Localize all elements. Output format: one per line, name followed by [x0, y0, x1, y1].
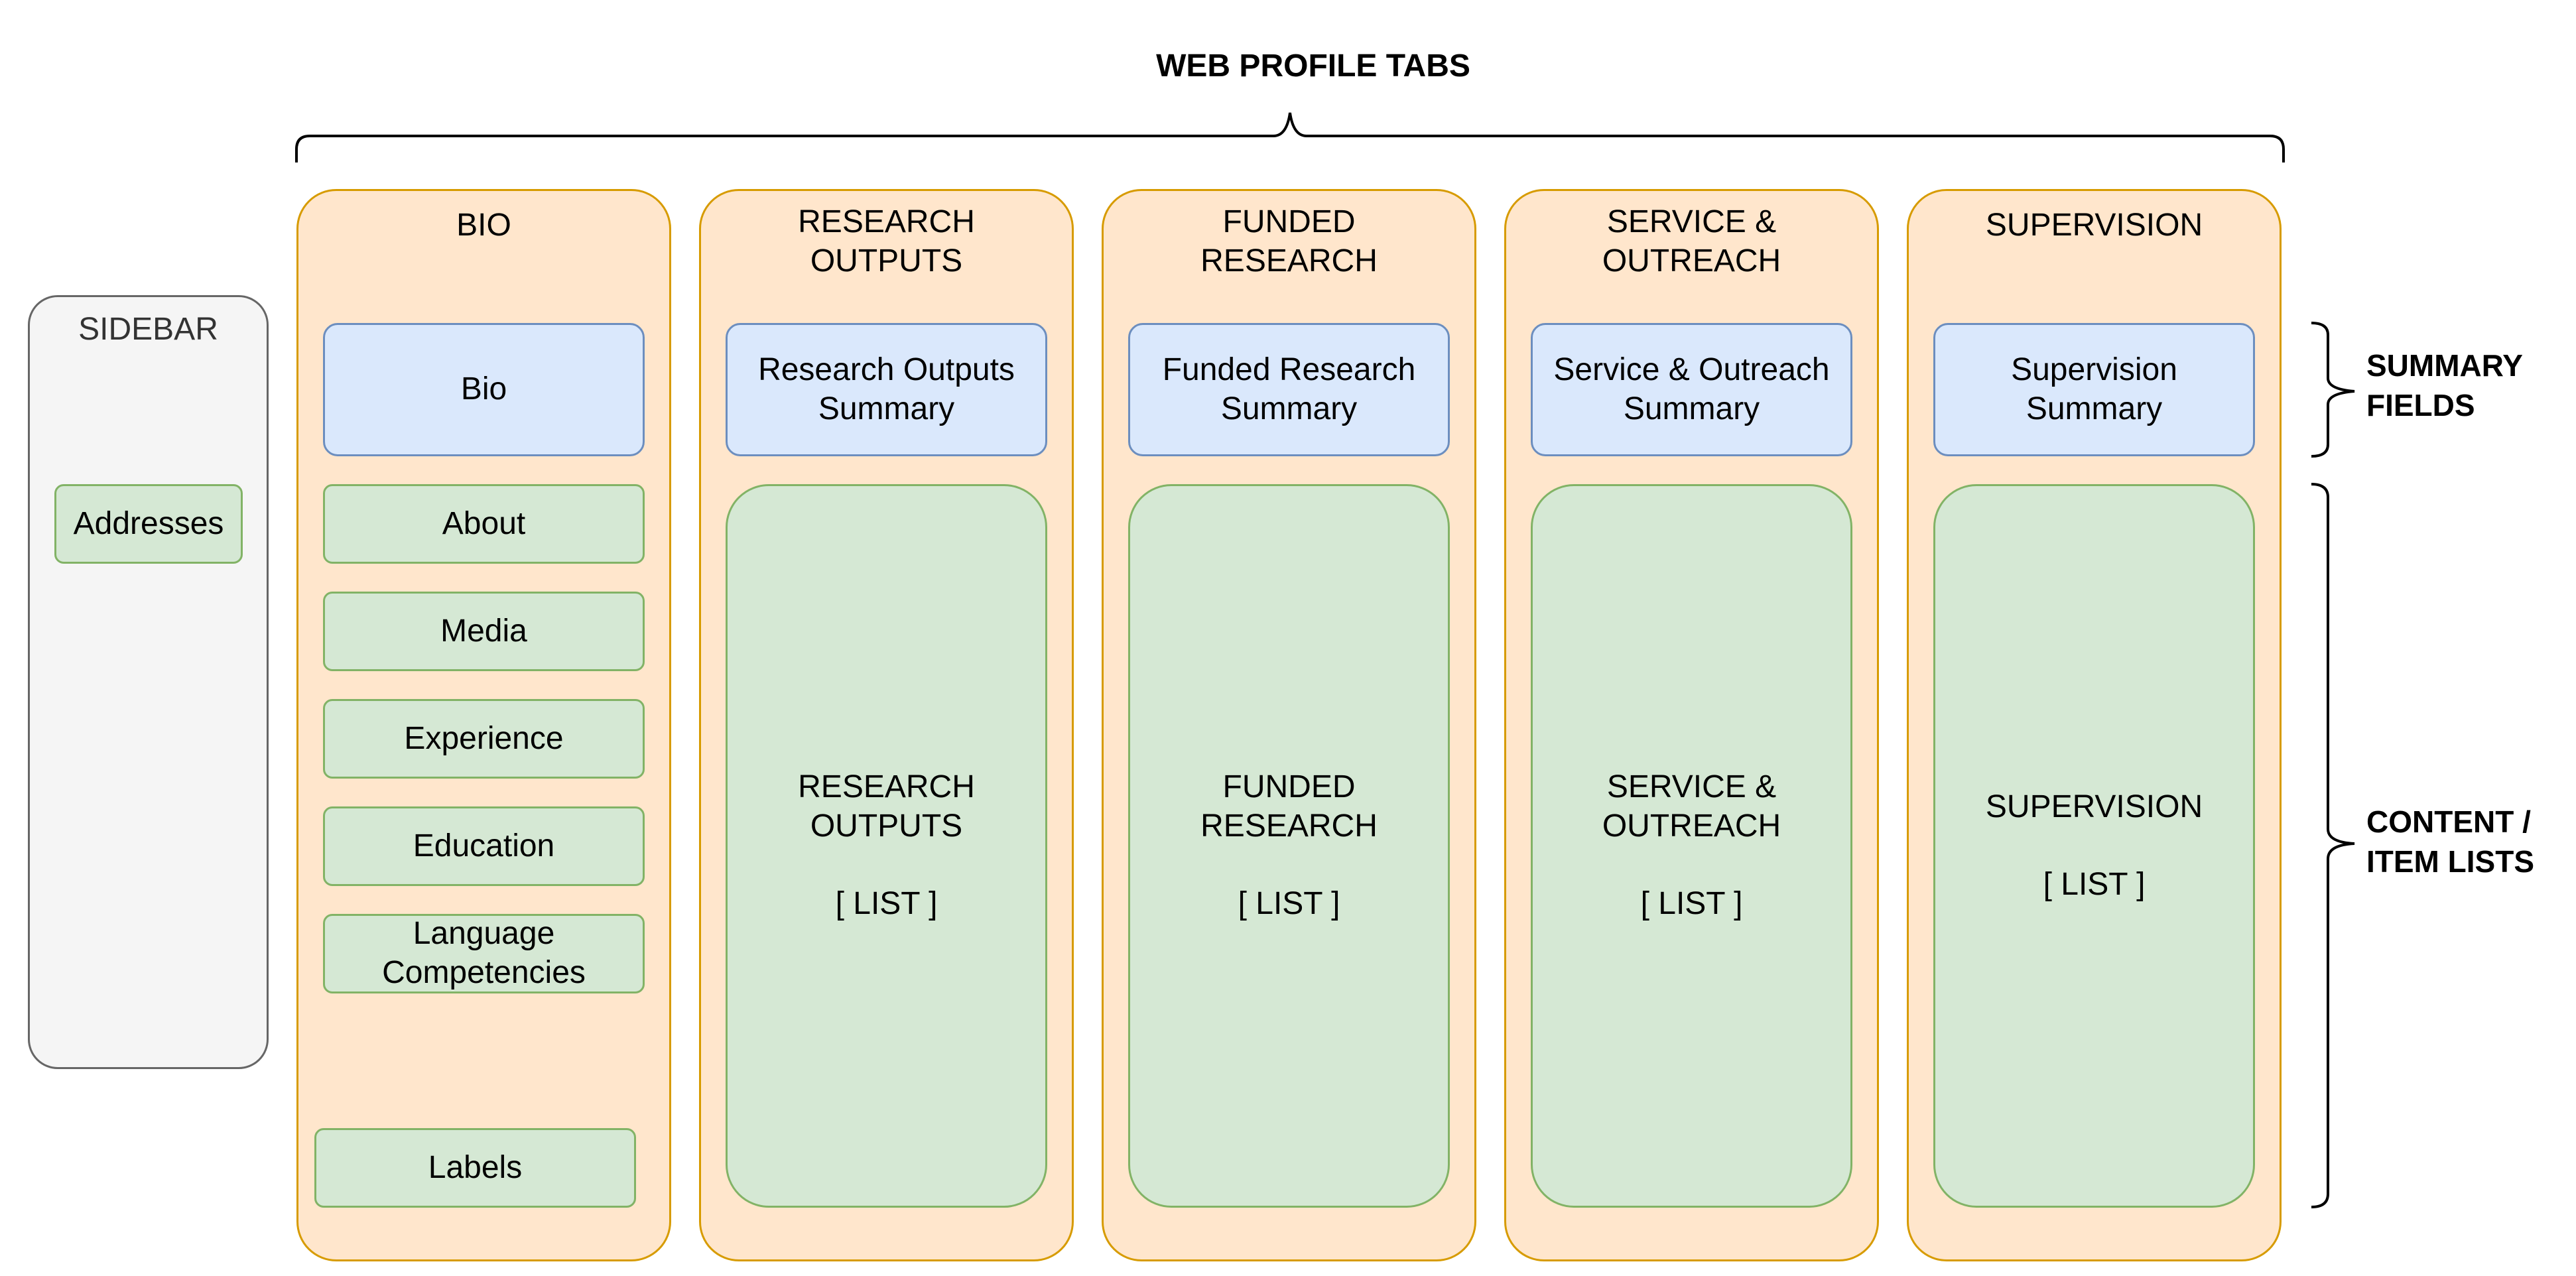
sidebar-panel: [28, 295, 269, 1069]
service-outreach-list: SERVICE & OUTREACH [ LIST ]: [1531, 484, 1852, 1208]
tab-service-outreach-title: SERVICE & OUTREACH: [1602, 204, 1781, 279]
tab-bio-title: BIO: [456, 207, 511, 243]
research-outputs-summary-field: Research Outputs Summary: [726, 323, 1047, 456]
summary-fields-annotation: SUMMARY FIELDS: [2366, 348, 2523, 422]
tab-research-outputs-title: RESEARCH OUTPUTS: [798, 204, 975, 279]
research-outputs-list: RESEARCH OUTPUTS [ LIST ]: [726, 484, 1047, 1208]
sidebar-item-addresses: Addresses: [54, 484, 243, 564]
supervision-summary-field: Supervision Summary: [1933, 323, 2255, 456]
tab-supervision-title: SUPERVISION: [1985, 207, 2203, 243]
web-profile-tabs-title: WEB PROFILE TABS: [1156, 48, 1470, 84]
bio-summary-field: Bio: [323, 323, 645, 456]
bio-item-experience: Experience: [323, 699, 645, 779]
bio-item-language-competencies: Language Competencies: [323, 914, 645, 993]
sidebar-title: SIDEBAR: [78, 311, 218, 347]
supervision-list: SUPERVISION [ LIST ]: [1933, 484, 2255, 1208]
summary-fields-brace: [2311, 322, 2355, 458]
bio-item-about: About: [323, 484, 645, 564]
web-profile-tabs-brace: [295, 112, 2285, 162]
bio-item-labels: Labels: [314, 1128, 636, 1208]
tab-funded-research-title: FUNDED RESEARCH: [1200, 204, 1378, 279]
funded-research-list: FUNDED RESEARCH [ LIST ]: [1128, 484, 1450, 1208]
funded-research-summary-field: Funded Research Summary: [1128, 323, 1450, 456]
content-lists-brace: [2311, 483, 2355, 1208]
content-lists-annotation: CONTENT / ITEM LISTS: [2366, 804, 2534, 879]
service-outreach-summary-field: Service & Outreach Summary: [1531, 323, 1852, 456]
bio-item-education: Education: [323, 806, 645, 886]
bio-item-media: Media: [323, 592, 645, 671]
